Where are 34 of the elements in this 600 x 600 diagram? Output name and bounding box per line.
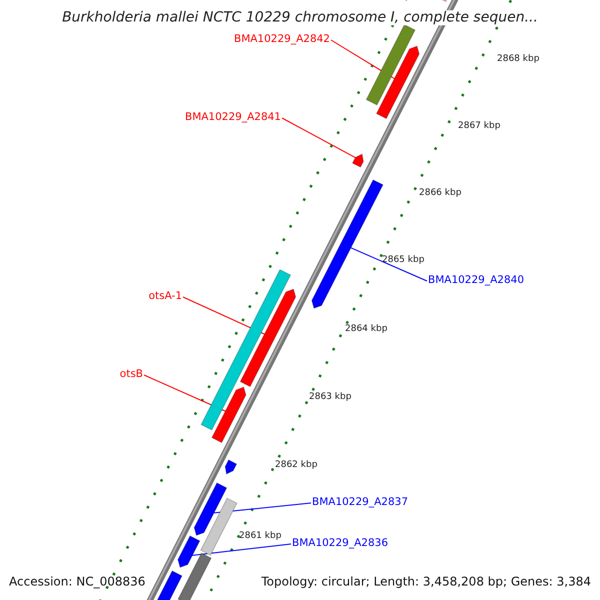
gene-feature [177, 535, 200, 568]
leader-line [192, 544, 292, 556]
scale-tick-label: 2864 kbp [345, 325, 388, 335]
gene-feature [178, 552, 212, 600]
scale-tick-label: 2862 kbp [275, 461, 318, 471]
gene-label: BMA10229_A2841 [184, 112, 281, 124]
gene-feature [352, 154, 364, 168]
scale-tick-label: 2865 kbp [382, 256, 424, 266]
gene-label: BMA10229_A2842 [234, 34, 330, 46]
accession-text: Accession: NC_008836 [9, 575, 146, 589]
gene-feature [376, 46, 420, 120]
gene-feature [211, 386, 246, 444]
scale-tick-label: 2868 kbp [497, 55, 540, 65]
gene-label: otsB [120, 369, 143, 381]
genome-summary-text: Topology: circular; Length: 3,458,208 bp; Genes: 3,384 [261, 575, 591, 589]
scale-tick-label: 2863 kbp [309, 393, 352, 403]
gene-feature [200, 498, 238, 556]
gene-feature [240, 288, 296, 388]
gene-feature [366, 24, 416, 106]
gene-label: BMA10229_A2837 [312, 497, 408, 509]
gene-feature [194, 482, 228, 536]
gene-feature [224, 459, 238, 475]
gene-label: BMA10229_A2840 [428, 275, 524, 287]
leader-line [182, 296, 265, 335]
leader-line [350, 247, 428, 282]
gene-feature [311, 179, 384, 309]
leader-line [144, 374, 226, 412]
gene-label: otsA-1 [148, 291, 182, 303]
leader-line [282, 118, 356, 158]
gene-feature [200, 269, 292, 431]
scale-tick-label: 2861 kbp [239, 532, 282, 542]
scale-tick-label: 2866 kbp [419, 189, 462, 199]
scale-tick-label: 2867 kbp [458, 122, 500, 132]
gene-label: BMA10229_A2836 [292, 538, 388, 550]
